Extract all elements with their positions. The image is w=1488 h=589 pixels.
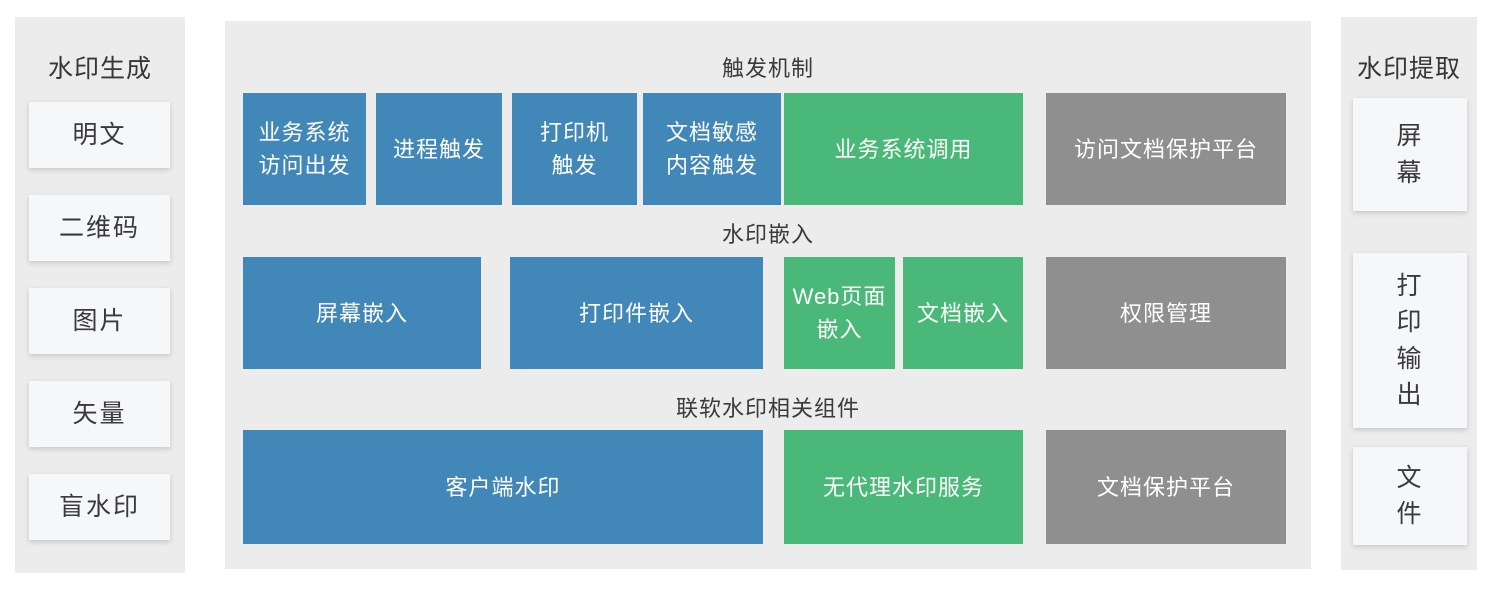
box-document-embedding: 文档嵌入 — [903, 257, 1023, 369]
box-agentless-watermark-service: 无代理水印服务 — [784, 430, 1023, 544]
card-vector: 矢量 — [29, 381, 170, 447]
card-screen: 屏 幕 — [1353, 98, 1467, 211]
box-access-doc-protection-platform: 访问文档保护平台 — [1046, 93, 1286, 205]
card-file: 文 件 — [1353, 447, 1467, 545]
card-print-output: 打 印 输 出 — [1353, 253, 1467, 428]
watermark-generation-panel: 水印生成 明文 二维码 图片 矢量 盲水印 — [15, 17, 185, 573]
watermark-generation-title: 水印生成 — [47, 55, 152, 83]
box-business-system-access-trigger: 业务系统 访问出发 — [243, 93, 366, 205]
card-plaintext: 明文 — [29, 102, 170, 168]
watermark-extraction-panel: 水印提取 屏 幕 打 印 输 出 文 件 — [1341, 17, 1477, 570]
section-title-watermark-embedding: 水印嵌入 — [721, 222, 814, 247]
box-permission-management: 权限管理 — [1046, 257, 1286, 369]
box-process-trigger: 进程触发 — [376, 93, 502, 205]
watermark-extraction-title: 水印提取 — [1356, 55, 1461, 83]
box-web-page-embedding: Web页面 嵌入 — [784, 257, 895, 369]
box-business-system-call: 业务系统调用 — [784, 93, 1023, 205]
card-blind-watermark: 盲水印 — [29, 474, 170, 540]
box-client-watermark: 客户端水印 — [243, 430, 763, 544]
section-title-watermark-components: 联软水印相关组件 — [675, 396, 860, 421]
card-qrcode: 二维码 — [29, 195, 170, 261]
section-title-trigger-mechanism: 触发机制 — [721, 56, 814, 81]
box-screen-embedding: 屏幕嵌入 — [243, 257, 481, 369]
box-sensitive-content-trigger: 文档敏感 内容触发 — [643, 93, 781, 205]
box-doc-protection-platform: 文档保护平台 — [1046, 430, 1286, 544]
box-printer-trigger: 打印机 触发 — [512, 93, 637, 205]
card-image: 图片 — [29, 288, 170, 354]
center-components-panel: 触发机制 业务系统 访问出发 进程触发 打印机 触发 文档敏感 内容触发 业务系… — [225, 21, 1311, 569]
box-print-embedding: 打印件嵌入 — [510, 257, 763, 369]
